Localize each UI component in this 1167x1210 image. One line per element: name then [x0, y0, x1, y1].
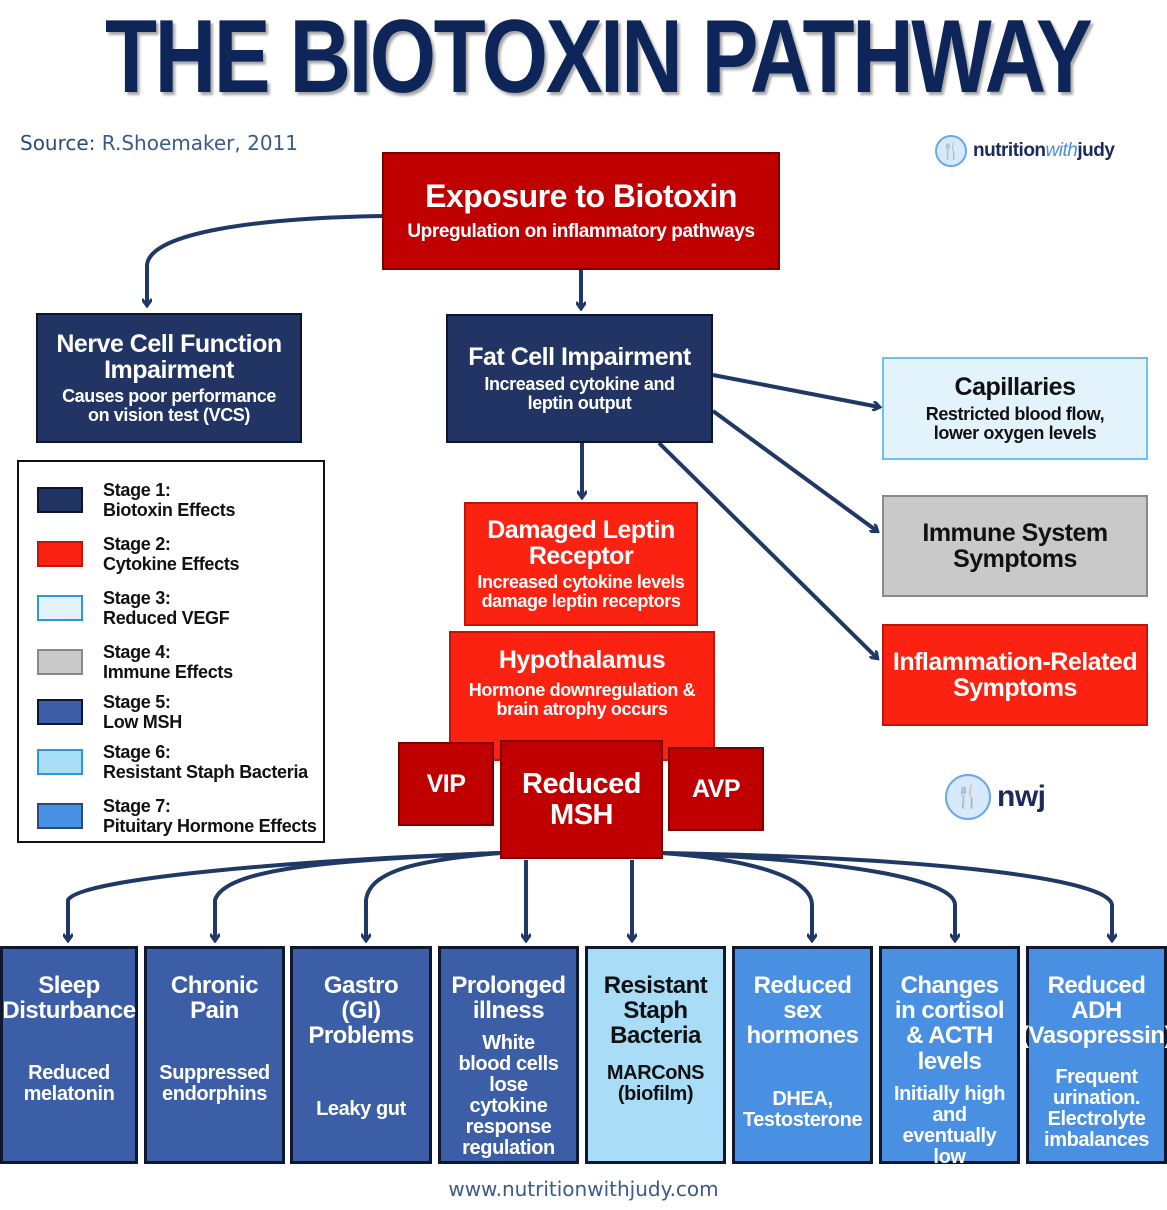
node-title: Exposure to Biotoxin [425, 178, 737, 215]
legend-label: Stage 7:Pituitary Hormone Effects [103, 796, 317, 836]
arrow-msh-to-pain [215, 851, 501, 940]
node-subtitle: Upregulation on inflammatory pathways [407, 220, 755, 242]
legend-label: Stage 4:Immune Effects [103, 642, 233, 682]
arrow-fat-to-immune [711, 409, 877, 531]
node-subtitle: Restricted blood flow, lower oxygen leve… [925, 403, 1105, 443]
outcome-title: Reduced sex hormones [746, 972, 859, 1050]
legend-label: Stage 3:Reduced VEGF [103, 588, 230, 628]
legend-swatch [37, 541, 83, 567]
outcome-chronic-pain: Chronic Pain Suppressed endorphins [144, 946, 285, 1164]
node-title: Immune System Symptoms [922, 518, 1108, 573]
node-leptin-receptor: Damaged Leptin Receptor Increased cytoki… [464, 502, 698, 626]
legend-label: Stage 5:Low MSH [103, 692, 182, 732]
legend: Stage 1:Biotoxin Effects Stage 2:Cytokin… [17, 460, 325, 843]
outcome-subtitle: Suppressed endorphins [159, 1062, 270, 1106]
legend-item-stage-3: Stage 3:Reduced VEGF [37, 588, 230, 628]
outcome-sex-hormones: Reduced sex hormones DHEA, Testosterone [732, 946, 873, 1164]
node-title: Reduced MSH [522, 768, 641, 831]
outcome-subtitle: Initially high and eventually low [893, 1082, 1006, 1168]
legend-swatch [37, 803, 83, 829]
arrow-fat-to-capillaries [712, 373, 879, 407]
fork-knife-icon: 🍴 [935, 135, 967, 167]
node-inflammation: Inflammation-Related Symptoms [882, 624, 1148, 726]
node-title: Capillaries [954, 373, 1076, 402]
outcome-subtitle: Reduced melatonin [23, 1062, 115, 1106]
legend-swatch [37, 487, 83, 513]
brand-logo: 🍴 nutritionwithjudy [935, 135, 1115, 167]
node-vip: VIP [398, 742, 494, 826]
arrow-exposure-to-nerve [147, 214, 384, 305]
outcome-title: Changes in cortisol & ACTH levels [894, 972, 1005, 1075]
node-capillaries: Capillaries Restricted blood flow, lower… [882, 357, 1148, 460]
outcome-gi: Gastro (GI) Problems Leaky gut [290, 946, 432, 1164]
legend-item-stage-7: Stage 7:Pituitary Hormone Effects [37, 796, 317, 836]
arrow-msh-to-gi [366, 851, 501, 940]
legend-swatch [37, 699, 83, 725]
outcome-adh: Reduced ADH (Vasopressin) Frequent urina… [1021, 946, 1167, 1164]
node-subtitle: Increased cytokine levels damage leptin … [477, 572, 685, 612]
node-title: Damaged Leptin Receptor [487, 515, 675, 571]
legend-swatch [37, 749, 83, 775]
fork-knife-icon: 🍴 [945, 774, 991, 820]
node-immune: Immune System Symptoms [882, 495, 1148, 597]
outcome-title: Prolonged illness [451, 972, 566, 1025]
node-title: AVP [691, 774, 741, 803]
node-exposure: Exposure to Biotoxin Upregulation on inf… [382, 152, 780, 270]
legend-label: Stage 2:Cytokine Effects [103, 534, 240, 574]
outcome-sleep: Sleep Disturbance Reduced melatonin [0, 946, 138, 1164]
legend-label: Stage 1:Biotoxin Effects [103, 480, 236, 520]
outcome-title: Resistant Staph Bacteria [603, 972, 708, 1050]
node-nerve-cell: Nerve Cell Function Impairment Causes po… [36, 313, 302, 443]
legend-item-stage-1: Stage 1:Biotoxin Effects [37, 480, 236, 520]
brand-with: with [1045, 140, 1078, 161]
node-title: Hypothalamus [498, 646, 666, 674]
arrow-msh-to-adh [661, 851, 1112, 940]
source-citation: Source: R.Shoemaker, 2011 [20, 131, 298, 155]
node-subtitle: Causes poor performance on vision test (… [62, 386, 276, 426]
source-label: Source: [20, 131, 96, 155]
outcome-title: Reduced ADH (Vasopressin) [1021, 972, 1167, 1050]
page-title: THE BIOTOXIN PATHWAY [105, 0, 1093, 115]
outcome-cortisol: Changes in cortisol & ACTH levels Initia… [879, 946, 1020, 1167]
outcome-subtitle: DHEA, Testosterone [742, 1087, 863, 1131]
outcome-resistant-staph: Resistant Staph Bacteria MARCoNS (biofil… [585, 946, 726, 1164]
legend-item-stage-4: Stage 4:Immune Effects [37, 642, 233, 682]
node-title: Inflammation-Related Symptoms [892, 647, 1138, 702]
outcome-title: Gastro (GI) Problems [308, 972, 414, 1050]
outcome-title: Sleep Disturbance [2, 972, 136, 1025]
outcome-subtitle: MARCoNS (biofilm) [606, 1061, 705, 1105]
brand-name: nutritionwithjudy [973, 140, 1115, 162]
node-fat-cell: Fat Cell Impairment Increased cytokine a… [446, 314, 713, 443]
legend-label: Stage 6:Resistant Staph Bacteria [103, 742, 308, 782]
outcome-subtitle: Frequent urination. Electrolyte imbalanc… [1044, 1065, 1149, 1151]
legend-item-stage-2: Stage 2:Cytokine Effects [37, 534, 240, 574]
node-title: Nerve Cell Function Impairment [56, 329, 282, 385]
arrow-msh-to-sex [661, 851, 812, 940]
brand-suffix: judy [1077, 140, 1115, 161]
node-subtitle: Increased cytokine and leptin output [484, 373, 675, 413]
outcome-subtitle: White blood cells lose cytokine response… [458, 1032, 559, 1160]
node-reduced-msh: Reduced MSH [500, 740, 663, 859]
node-subtitle: Hormone downregulation & brain atrophy o… [468, 680, 696, 720]
source-value: R.Shoemaker, 2011 [95, 131, 298, 155]
legend-item-stage-5: Stage 5:Low MSH [37, 692, 182, 732]
brand-short-name: nwj [997, 780, 1046, 813]
outcome-prolonged-illness: Prolonged illness White blood cells lose… [438, 946, 579, 1164]
outcome-title: Chronic Pain [170, 972, 259, 1025]
brand-prefix: nutrition [973, 140, 1046, 161]
node-title: Fat Cell Impairment [468, 343, 691, 372]
node-title: VIP [426, 769, 466, 798]
brand-logo-short: 🍴 nwj [945, 774, 1046, 820]
node-avp: AVP [668, 747, 764, 831]
legend-swatch [37, 595, 83, 621]
outcome-subtitle: Leaky gut [316, 1097, 406, 1120]
legend-item-stage-6: Stage 6:Resistant Staph Bacteria [37, 742, 308, 782]
arrow-fat-to-inflammation [657, 441, 877, 658]
footer-url[interactable]: www.nutritionwithjudy.com [448, 1177, 719, 1201]
arrow-msh-to-sleep [68, 851, 501, 940]
legend-swatch [37, 649, 83, 675]
